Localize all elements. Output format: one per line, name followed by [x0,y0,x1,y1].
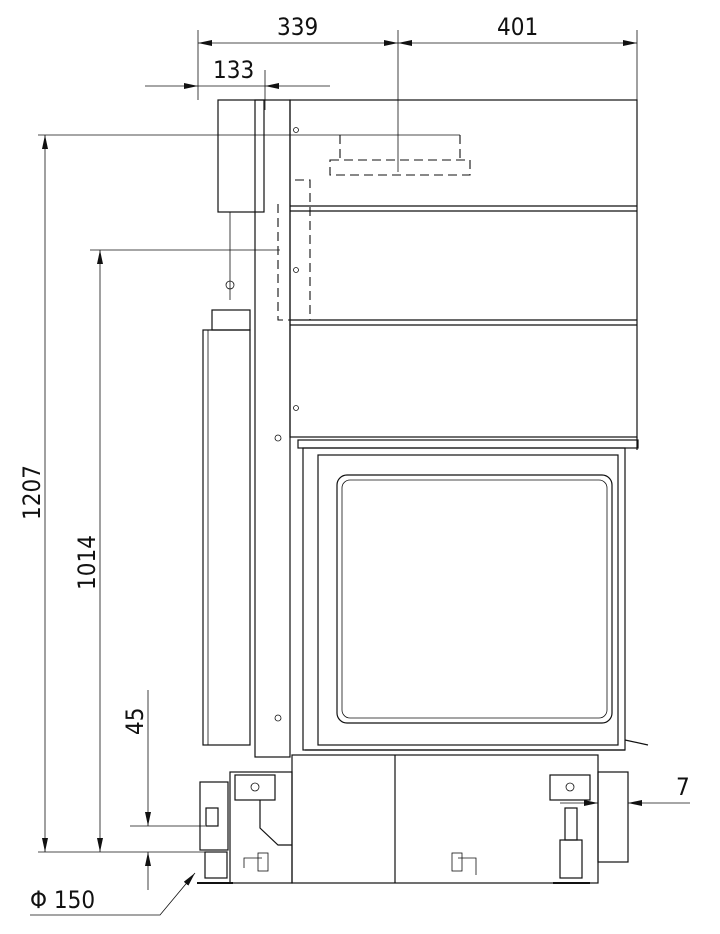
dim-401: 401 [497,13,538,41]
dim-diameter-150: Φ 150 [30,886,95,914]
dimension-lines [30,30,690,916]
dim-45: 45 [121,708,149,735]
stove-body [202,99,649,758]
stove-base [197,754,629,884]
dim-133: 133 [213,56,254,84]
dim-7: 7 [676,773,690,801]
dim-339: 339 [277,13,318,41]
dim-1014: 1014 [73,535,101,590]
dim-1207: 1207 [18,465,46,520]
